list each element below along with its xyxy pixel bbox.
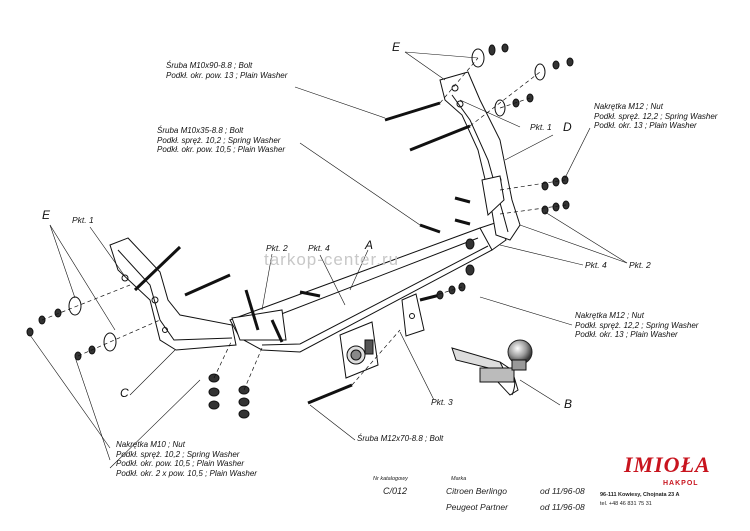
label-line: Nakrętka M10 ; Nut <box>116 440 185 449</box>
label-nut-m10: Nakrętka M10 ; Nut Podkł. spręż. 10,2 ; … <box>116 440 257 478</box>
label-line: Podkł. spręż. 10,2 ; Spring Washer <box>157 135 281 145</box>
right-side-bracket <box>439 71 521 241</box>
label-line: Podkł. okr. pow. 10,5 ; Plain Washer <box>157 145 286 154</box>
pkt-4-right: Pkt. 4 <box>585 260 607 270</box>
tag-d: D <box>563 120 572 134</box>
label-line: Podkł. okr. 13 ; Plain Washer <box>575 330 678 339</box>
leader-lines <box>29 51 628 469</box>
assembly-lines <box>41 57 567 391</box>
pkt-1-top: Pkt. 1 <box>530 122 552 132</box>
brand-address: 96-111 Kowiesy, Chojnata 23 A <box>600 492 680 498</box>
make-label: Marka <box>451 476 467 482</box>
car-1: Citroen Berlingo <box>446 486 507 496</box>
tag-e-top: E <box>392 40 401 54</box>
pkt-2-mid: Pkt. 2 <box>266 243 288 253</box>
pkt-3: Pkt. 3 <box>431 397 453 407</box>
car-2: Peugeot Partner <box>446 502 508 512</box>
main-crossbar <box>229 221 507 353</box>
label-line: Nakrętka M12 ; Nut <box>575 311 644 320</box>
label-bolt-m10x90: Śruba M10x90-8.8 ; Bolt Podkł. okr. pow.… <box>166 61 287 80</box>
label-line: Podkł. okr. pow. 10,5 ; Plain Washer <box>116 459 245 468</box>
tag-e-left: E <box>42 208 51 222</box>
left-side-bracket <box>109 237 237 351</box>
brand-logo: IMIOŁA <box>624 452 711 477</box>
label-line: Podkł. spręż. 10,2 ; Spring Washer <box>116 449 240 459</box>
label-bolt-m12x70: Śruba M12x70-8.8 ; Bolt <box>357 434 444 443</box>
label-bolt-m10x35: Śruba M10x35-8.8 ; Bolt Podkł. spręż. 10… <box>157 126 285 155</box>
label-line: Podkł. okr. 2 x pow. 10,5 ; Plain Washer <box>116 468 257 478</box>
date-2: od 11/96-08 <box>540 502 585 512</box>
tag-a: A <box>365 238 374 252</box>
tow-ball-neck <box>451 339 533 396</box>
pkt-4-mid: Pkt. 4 <box>308 243 330 253</box>
tag-c: C <box>120 386 129 400</box>
brand-sub: HAKPOL <box>663 480 699 487</box>
label-nut-m12-top: Nakrętka M12 ; Nut Podkł. spręż. 12,2 ; … <box>594 102 717 131</box>
label-line: Podkł. spręż. 12,2 ; Spring Washer <box>575 320 699 330</box>
label-line: Podkł. spręż. 12,2 ; Spring Washer <box>594 111 718 121</box>
brand-phone: tel. +48 46 831 75 31 <box>600 501 652 507</box>
ball-mount-bracket <box>401 293 425 337</box>
label-line: Podkł. okr. pow. 13 ; Plain Washer <box>166 70 288 80</box>
date-1: od 11/96-08 <box>540 486 585 496</box>
label-line: Śruba M10x90-8.8 ; Bolt <box>166 61 253 70</box>
tag-b: B <box>564 397 573 411</box>
pkt-2-right: Pkt. 2 <box>629 260 651 270</box>
socket-plate <box>339 321 379 379</box>
label-line: Podkł. okr. 13 ; Plain Washer <box>594 121 697 130</box>
label-nut-m12-right: Nakrętka M12 ; Nut Podkł. spręż. 12,2 ; … <box>575 311 698 340</box>
label-line: Śruba M10x35-8.8 ; Bolt <box>157 126 244 135</box>
bolts-group <box>133 101 471 405</box>
pkt-1-left: Pkt. 1 <box>72 215 94 225</box>
watermark: tarkop-center.ru <box>264 250 400 269</box>
label-line: Nakrętka M12 ; Nut <box>594 102 663 111</box>
catalog-number: C/012 <box>383 486 408 496</box>
catalog-label: Nr katalogowy <box>373 476 408 482</box>
